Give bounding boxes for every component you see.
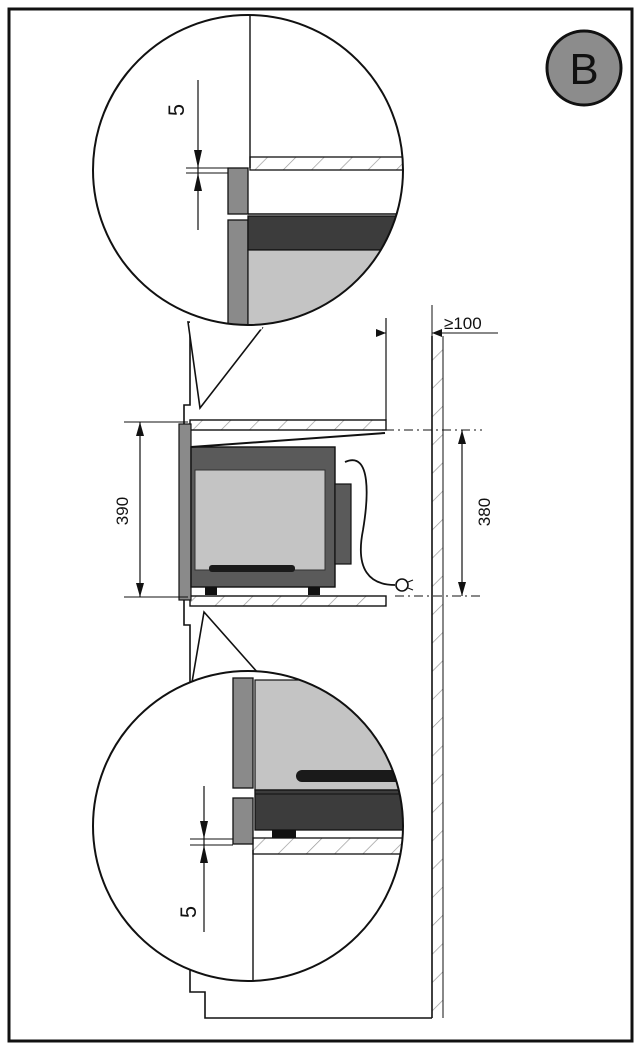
- power-cord: [344, 459, 414, 592]
- dimension-380-label: 380: [475, 498, 494, 526]
- dimension-clearance-label: ≥100: [444, 314, 482, 333]
- badge: B: [545, 29, 623, 107]
- top-shelf: [189, 419, 387, 431]
- oven: [178, 423, 386, 601]
- dimension-380: 380: [458, 430, 494, 596]
- badge-label: B: [569, 45, 598, 94]
- oven-foot-left: [205, 587, 217, 595]
- oven-window: [194, 469, 326, 571]
- oven-top-flap: [190, 432, 386, 448]
- oven-handle: [209, 565, 295, 572]
- bottom-detail-zoom: 5: [92, 670, 404, 982]
- dimension-390: 390: [113, 421, 188, 598]
- rear-wall: [431, 336, 444, 1018]
- front-line: [183, 330, 432, 1019]
- top-gap-label: 5: [164, 104, 189, 116]
- bottom-gap-label: 5: [176, 906, 201, 918]
- dimension-390-label: 390: [113, 497, 132, 525]
- oven-front-panel: [178, 423, 192, 601]
- oven-back-box: [334, 483, 352, 565]
- dimension-clearance: ≥100: [376, 305, 498, 337]
- bottom-shelf: [189, 595, 387, 607]
- badge-circle: [545, 29, 623, 107]
- plug-icon: [395, 578, 409, 592]
- oven-foot-right: [308, 587, 320, 595]
